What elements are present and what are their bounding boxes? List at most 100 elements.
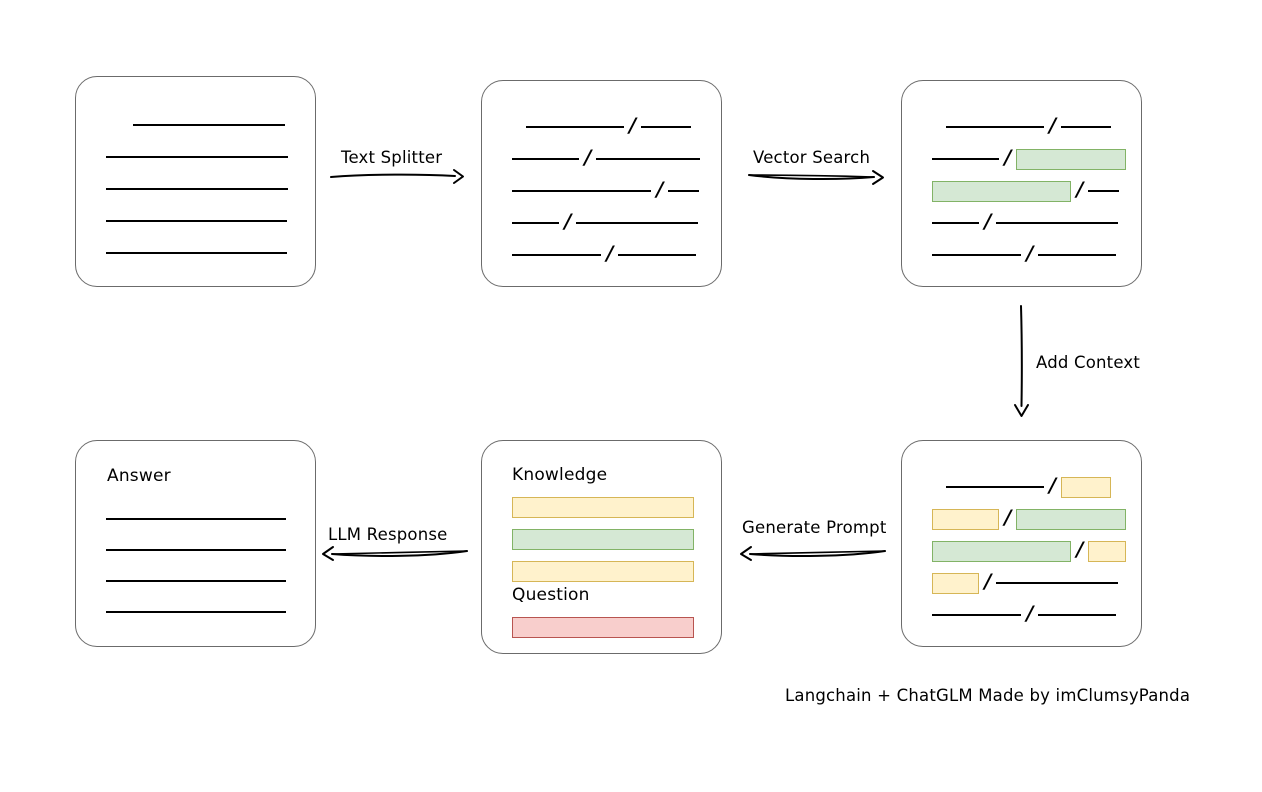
answer-label: Answer <box>107 466 171 486</box>
highlight-chunk-yellow <box>1061 476 1111 498</box>
highlight-chunk-green <box>1016 148 1127 170</box>
slash-separator: / <box>1026 601 1034 625</box>
slash-separator: / <box>984 569 992 593</box>
card-prompt: Knowledge Question <box>481 440 722 654</box>
text-row: / <box>482 111 721 143</box>
text-line-segment <box>996 222 1119 224</box>
arrow-text-splitter <box>330 168 464 184</box>
text-line-segment <box>106 610 286 613</box>
arrow-label-generate-prompt: Generate Prompt <box>742 518 887 537</box>
text-row: / <box>482 143 721 175</box>
highlight-chunk-green <box>1016 508 1127 530</box>
slash-separator: / <box>984 209 992 233</box>
card-vector-matches: / / / / / <box>901 80 1142 287</box>
text-line-segment <box>1088 190 1120 192</box>
arrow-label-vector-search: Vector Search <box>753 148 871 167</box>
answer-text-line <box>76 503 315 534</box>
text-row <box>76 237 315 269</box>
card-source-document <box>75 76 316 287</box>
bar-row <box>482 491 721 523</box>
text-line-segment <box>932 254 1021 256</box>
text-line-segment <box>106 220 287 222</box>
arrow-left-icon <box>322 546 468 561</box>
text-line-segment <box>133 124 285 126</box>
slash-separator: / <box>1004 505 1012 529</box>
text-line-segment <box>106 548 286 551</box>
arrow-label-llm-response: LLM Response <box>328 525 448 544</box>
highlight-chunk-green <box>932 540 1071 562</box>
text-line-segment <box>525 126 624 128</box>
text-line-segment <box>106 188 288 190</box>
split-chunks-rows: / / / / / <box>482 111 721 271</box>
prompt-bar-green <box>512 528 694 550</box>
bar-row <box>482 611 721 643</box>
text-row: / <box>902 143 1141 175</box>
card-answer: Answer <box>75 440 316 647</box>
arrow-add-context <box>1013 305 1031 417</box>
slash-separator: / <box>656 177 664 201</box>
prompt-bar-red <box>512 616 694 638</box>
source-document-rows <box>76 109 315 269</box>
bar-row <box>482 555 721 587</box>
slash-separator: / <box>1048 473 1056 497</box>
vector-matches-rows: / / / / / <box>902 111 1141 271</box>
text-line-segment <box>945 486 1044 488</box>
arrow-left-icon <box>740 546 886 561</box>
text-line-segment <box>106 579 286 582</box>
text-row <box>76 141 315 173</box>
text-row: / <box>902 207 1141 239</box>
text-row: / <box>902 535 1141 567</box>
text-line-segment <box>512 222 559 224</box>
text-line-segment <box>1038 254 1117 256</box>
answer-text-line <box>76 565 315 596</box>
text-line-segment <box>945 126 1044 128</box>
slash-separator: / <box>606 241 614 265</box>
slash-separator: / <box>1048 113 1056 137</box>
answer-text-line <box>76 534 315 565</box>
knowledge-label: Knowledge <box>512 465 608 485</box>
text-row: / <box>482 239 721 271</box>
text-line-segment <box>576 222 699 224</box>
highlight-chunk-yellow <box>1088 540 1127 562</box>
bar-row <box>482 523 721 555</box>
arrow-right-icon <box>748 170 884 185</box>
card-split-chunks: / / / / / <box>481 80 722 287</box>
slash-separator: / <box>1076 177 1084 201</box>
text-line-segment <box>1038 614 1117 616</box>
text-row <box>76 109 315 141</box>
context-added-rows: ///// <box>902 471 1141 631</box>
text-row: / <box>482 175 721 207</box>
slash-separator: / <box>1026 241 1034 265</box>
text-line-segment <box>596 158 701 160</box>
text-row: / <box>902 599 1141 631</box>
slash-separator: / <box>564 209 572 233</box>
slash-separator: / <box>584 145 592 169</box>
highlight-chunk-yellow <box>932 508 999 530</box>
text-line-segment <box>618 254 697 256</box>
answer-text-line <box>76 596 315 627</box>
text-row: / <box>902 471 1141 503</box>
arrow-label-text-splitter: Text Splitter <box>341 148 443 167</box>
text-line-segment <box>512 254 601 256</box>
prompt-bar-yellow <box>512 560 694 582</box>
text-row: / <box>902 503 1141 535</box>
arrow-right-icon <box>330 169 464 184</box>
text-row <box>76 173 315 205</box>
text-line-segment <box>106 156 288 158</box>
question-bars <box>482 611 721 643</box>
arrow-generate-prompt <box>740 545 886 563</box>
text-row: / <box>902 111 1141 143</box>
text-row: / <box>482 207 721 239</box>
text-row: / <box>902 239 1141 271</box>
text-line-segment <box>512 158 579 160</box>
answer-lines <box>76 503 315 627</box>
text-line-segment <box>641 126 691 128</box>
highlight-chunk-green <box>932 180 1071 202</box>
text-line-segment <box>996 582 1119 584</box>
text-line-segment <box>932 614 1021 616</box>
slash-separator: / <box>1004 145 1012 169</box>
credit-text: Langchain + ChatGLM Made by imClumsyPand… <box>785 686 1191 705</box>
text-line-segment <box>932 222 979 224</box>
text-row <box>76 205 315 237</box>
slash-separator: / <box>628 113 636 137</box>
